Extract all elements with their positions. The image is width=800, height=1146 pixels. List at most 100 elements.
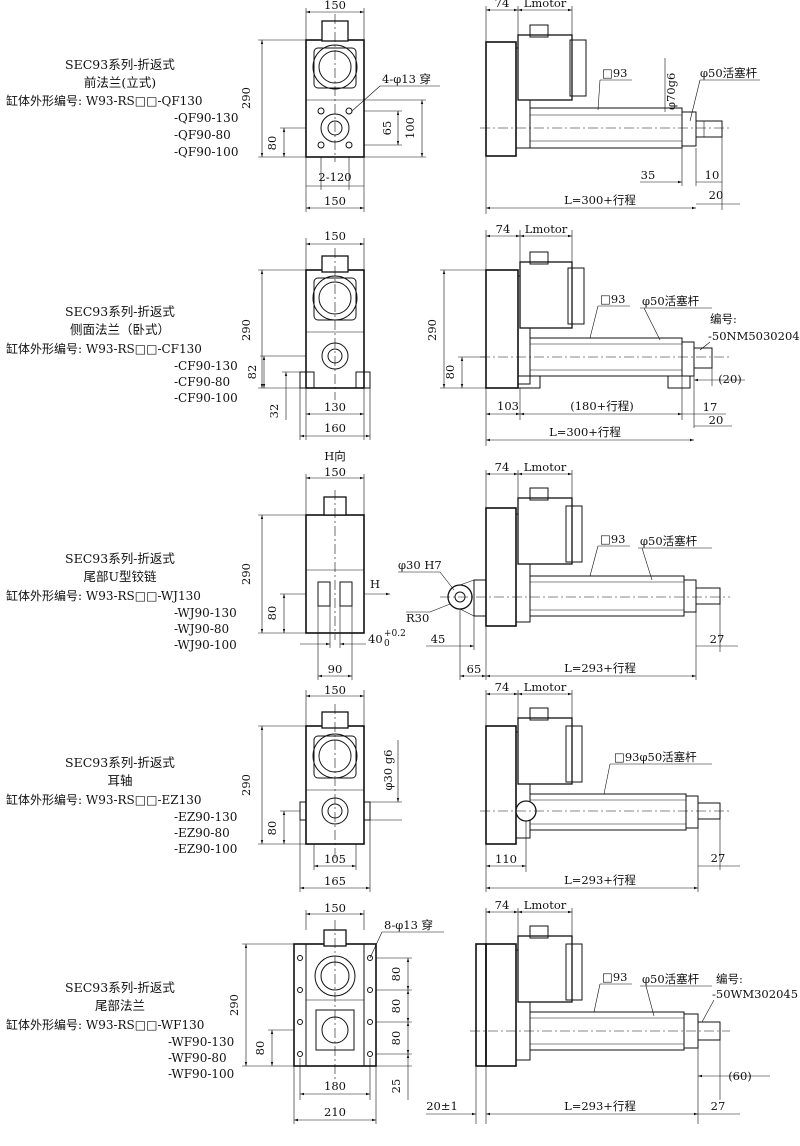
dim-40: 40 [368, 632, 383, 646]
model-variant: -WJ90-130 [174, 606, 237, 620]
model-variant: -EZ90-100 [174, 842, 237, 856]
side-view: 74 Lmotor □93 φ70g6 φ50活塞杆 35 10 20 L=30… [480, 0, 760, 214]
dim-25: 25 [389, 1079, 403, 1094]
dim-45: 45 [431, 632, 446, 646]
model-variant: -CF90-100 [174, 391, 238, 405]
dim-130: 130 [324, 400, 346, 414]
dim-length: L=293+行程 [564, 661, 636, 675]
dim-length: L=300+行程 [564, 193, 636, 207]
model-variant: -QF90-80 [174, 128, 231, 142]
dim-27: 27 [711, 1099, 726, 1113]
dim-height: 290 [239, 774, 253, 796]
model-code-label: 缸体外形编号: W93-RS□□-WJ130 [6, 588, 201, 603]
dim-110: 110 [495, 852, 517, 866]
dim-motor: Lmotor [524, 460, 567, 474]
dim-bottom-height: 80 [265, 136, 279, 151]
front-view: 150 290 82 32 130 160 [239, 229, 371, 440]
dim-20-tol: 20±1 [426, 1099, 458, 1113]
dim-80: 80 [265, 821, 279, 836]
dim-210: 210 [324, 1105, 346, 1119]
dim-pitch-2: 80 [389, 999, 403, 1014]
label-square: □93 [600, 532, 626, 546]
dim-height: 290 [227, 994, 241, 1016]
section-title: SEC93系列-折返式 [65, 980, 175, 995]
dim-35: 35 [641, 168, 656, 182]
dim-74: 74 [495, 898, 510, 912]
model-variant: -QF90-130 [174, 111, 238, 125]
hole-note: 8-φ13 穿 [384, 918, 433, 932]
dim-74: 74 [495, 460, 510, 474]
arrow-h: H [370, 577, 380, 591]
tol-lower: 0 [384, 639, 390, 649]
model-variant: -QF90-100 [174, 145, 238, 159]
dim-105: 105 [324, 852, 346, 866]
section-wf: SEC93系列-折返式 尾部法兰 缸体外形编号: W93-RS□□-WF130 … [6, 898, 798, 1124]
section-title: SEC93系列-折返式 [65, 304, 175, 319]
dim-motor: Lmotor [525, 222, 568, 236]
section-cf: SEC93系列-折返式 侧面法兰（卧式） 缸体外形编号: W93-RS□□-CF… [6, 222, 800, 446]
model-variant: -WF90-130 [168, 1035, 234, 1049]
side-view: 74 Lmotor □93 φ50活塞杆 φ30 H7 R30 45 65 27… [398, 460, 738, 680]
section-title: SEC93系列-折返式 [65, 57, 175, 72]
label-rod: φ50活塞杆 [700, 66, 758, 80]
dim-height: 290 [239, 563, 253, 585]
code-value: -50WM302045 [712, 987, 798, 1001]
dim-80: 80 [253, 1041, 267, 1056]
model-code-label: 缸体外形编号: W93-RS□□-EZ130 [6, 792, 202, 807]
label-pin: φ30 g6 [381, 749, 395, 790]
dim-32: 32 [267, 404, 281, 419]
model-variant: -EZ90-130 [174, 810, 237, 824]
label-radius: R30 [406, 611, 429, 625]
label-rod: φ50活塞杆 [642, 972, 700, 986]
dim-height: 290 [239, 87, 253, 109]
label-pin: φ30 H7 [398, 558, 442, 572]
tol-upper: +0.2 [384, 629, 406, 639]
label-square: □93 [602, 66, 628, 80]
dim-82: 82 [245, 365, 259, 380]
hole-note: 4-φ13 穿 [382, 72, 431, 86]
dim-length: L=293+行程 [564, 873, 636, 887]
dim-20: 20 [709, 413, 724, 427]
dim-pitch-1: 80 [389, 967, 403, 982]
model-variant: -CF90-130 [174, 359, 238, 373]
mount-type-label: 耳轴 [107, 773, 132, 788]
dim-10: 10 [705, 168, 720, 182]
dim-motor: Lmotor [524, 680, 567, 694]
dim-top-width: 150 [324, 229, 346, 243]
section-wj: SEC93系列-折返式 尾部U型铰链 缸体外形编号: W93-RS□□-WJ13… [6, 449, 738, 680]
front-view: 150 290 80 φ30 g6 105 165 [239, 683, 402, 892]
dim-65: 65 [467, 662, 482, 676]
dim-pitch-3: 80 [389, 1031, 403, 1046]
front-view: 150 8-φ13 穿 290 80 80 80 80 25 180 [227, 901, 444, 1124]
side-view: 74 Lmotor □93 φ50活塞杆 编号: -50WM302045 (60… [426, 898, 798, 1124]
code-value: -50NM50302040 [708, 329, 800, 343]
dim-motor: Lmotor [524, 0, 567, 10]
model-code-label: 缸体外形编号: W93-RS□□-QF130 [6, 93, 203, 108]
dim-27: 27 [710, 632, 725, 646]
dim-20: 20 [709, 188, 724, 202]
model-variant: -WJ90-100 [174, 638, 237, 652]
mount-type-label: 前法兰(立式) [84, 75, 156, 90]
side-view: 74 Lmotor □93φ50活塞杆 110 27 L=293+行程 [480, 680, 740, 892]
dim-27: 27 [711, 851, 726, 865]
dim-top-width: 150 [324, 901, 346, 915]
dim-160: 160 [324, 421, 346, 435]
dim-motor: Lmotor [524, 898, 567, 912]
code-label: 编号: [716, 972, 743, 986]
dim-length: L=300+行程 [549, 425, 621, 439]
label-bore: φ70g6 [664, 73, 678, 110]
label-square: □93 [600, 292, 626, 306]
section-qf: SEC93系列-折返式 前法兰(立式) 缸体外形编号: W93-RS□□-QF1… [6, 0, 760, 214]
dim-180: 180 [324, 1079, 346, 1093]
dim-side-height: 290 [425, 319, 439, 341]
dim-length: L=293+行程 [564, 1099, 636, 1113]
dim-80: 80 [443, 365, 457, 380]
dim-74: 74 [496, 222, 511, 236]
section-title: SEC93系列-折返式 [65, 551, 175, 566]
model-variant: -WJ90-80 [174, 622, 229, 636]
model-variant: -CF90-80 [174, 375, 230, 389]
dim-165: 165 [324, 874, 346, 888]
label-square-rod: □93φ50活塞杆 [614, 750, 697, 764]
model-code-label: 缸体外形编号: W93-RS□□-CF130 [6, 341, 202, 356]
